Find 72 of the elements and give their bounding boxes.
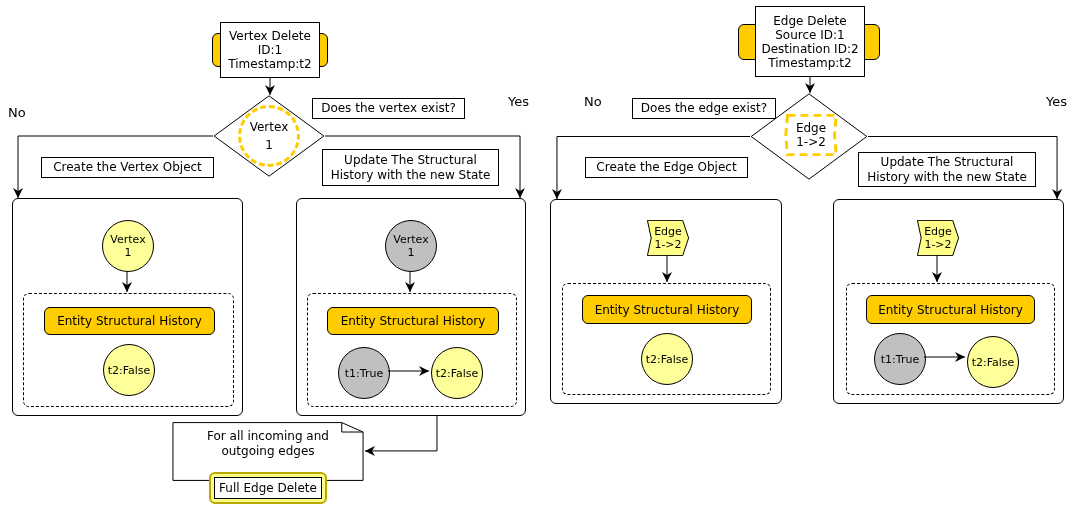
- history-container: [846, 283, 1055, 395]
- event-card: [755, 6, 865, 77]
- history-container: [307, 293, 517, 407]
- arrow: [387, 366, 430, 376]
- history-container: [23, 293, 234, 407]
- arrow: [662, 254, 672, 283]
- edge-flag: [917, 220, 959, 256]
- branch-label: No: [8, 104, 26, 122]
- node-text: Update The Structural History with the new State: [329, 152, 492, 183]
- note-box: [858, 152, 1036, 187]
- node-text: t2:False: [107, 363, 151, 377]
- node-text: For all incoming and outgoing edges: [207, 429, 329, 459]
- branch-label: No: [584, 93, 602, 111]
- history-header: [866, 295, 1035, 324]
- arrow: [551, 136, 751, 200]
- node-text: Vertex Delete: [229, 29, 311, 43]
- node-text: Edge 1->2: [795, 121, 827, 149]
- action-label: Full Edge Delete: [214, 477, 322, 499]
- state-panel: [296, 198, 526, 416]
- arrow: [923, 352, 966, 362]
- node-text: Create the Vertex Object: [53, 160, 202, 175]
- note-box: [322, 149, 499, 186]
- node-text: Entity Structural History: [340, 313, 486, 330]
- branch-label: Yes: [508, 93, 529, 111]
- node-text: Update The Structural History with the new State: [866, 154, 1028, 185]
- node-text: Timestamp:t2: [228, 57, 312, 71]
- node-text: Vertex 1: [249, 119, 289, 154]
- state-panel: [12, 198, 243, 416]
- node-text: Destination ID:2: [761, 41, 859, 56]
- note-shape: [171, 422, 365, 481]
- note-box: [312, 98, 465, 119]
- state-panel: [833, 199, 1064, 404]
- node-text: Entity Structural History: [594, 301, 740, 319]
- arrow: [867, 136, 1063, 200]
- node-text: Create the Edge Object: [596, 160, 737, 175]
- node-text: Edge Delete: [773, 13, 847, 28]
- node-text: Source ID:1: [775, 27, 845, 42]
- node-text: t1:True: [880, 352, 920, 366]
- state-panel: [550, 199, 782, 404]
- arrow: [324, 135, 525, 199]
- node-text: Edge 1->2: [924, 225, 952, 251]
- node-text: t2:False: [971, 355, 1015, 369]
- edge-shape: [783, 114, 839, 156]
- edge-flag: [647, 220, 689, 256]
- arrow: [805, 76, 815, 94]
- arrow: [405, 270, 415, 293]
- node-text: Vertex 1: [109, 233, 147, 259]
- node-text: t2:False: [645, 352, 689, 366]
- node-text: t1:True: [344, 366, 384, 380]
- note-box: [632, 98, 776, 119]
- node-text: t2:False: [435, 366, 479, 380]
- arrow: [364, 415, 438, 456]
- history-header: [582, 295, 752, 324]
- note-box: [41, 157, 214, 178]
- arrow: [265, 77, 275, 96]
- branch-label: Yes: [1046, 93, 1067, 111]
- history-header: [327, 307, 499, 335]
- node-text: ID:1: [257, 43, 283, 57]
- node-text: Timestamp:t2: [768, 55, 852, 70]
- node-text: Does the vertex exist?: [321, 101, 456, 116]
- history-container: [562, 283, 771, 395]
- arrow: [13, 135, 214, 199]
- node-text: Entity Structural History: [57, 313, 202, 330]
- arrow: [932, 254, 942, 283]
- event-card: [220, 22, 320, 78]
- node-text: Vertex 1: [392, 233, 430, 259]
- node-text: Entity Structural History: [878, 301, 1023, 319]
- note-box: [585, 157, 748, 178]
- arrow: [122, 270, 132, 293]
- history-header: [44, 307, 215, 335]
- node-text: Does the edge exist?: [640, 101, 768, 116]
- node-text: Edge 1->2: [654, 225, 682, 251]
